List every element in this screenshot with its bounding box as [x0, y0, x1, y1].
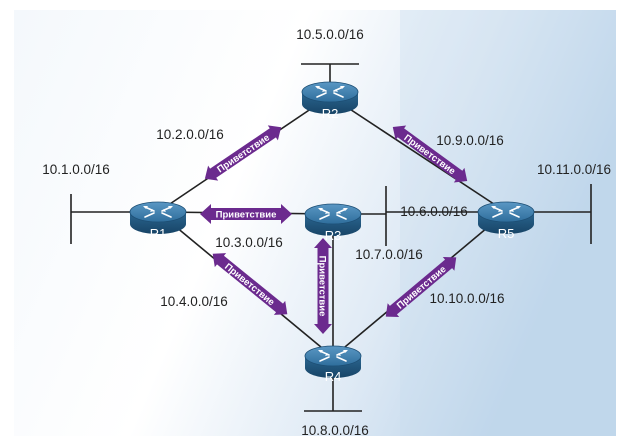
- network-label-10-6: 10.6.0.0/16: [400, 204, 468, 219]
- hello-label: Приветствие: [216, 210, 277, 221]
- hello-arrow-r3-r4: Приветствие: [314, 238, 332, 334]
- router-label: R1: [150, 226, 167, 241]
- network-label-10-2: 10.2.0.0/16: [156, 127, 224, 142]
- hello-label: Приветствие: [317, 256, 328, 317]
- router-label: R4: [325, 369, 342, 384]
- router-r5: R5: [477, 201, 535, 241]
- router-label: R5: [498, 226, 515, 241]
- network-label-10-10: 10.10.0.0/16: [429, 291, 504, 306]
- network-label-10-8: 10.8.0.0/16: [301, 423, 369, 438]
- router-r1: R1: [129, 201, 187, 241]
- router-r3: R3: [304, 203, 362, 243]
- router-label: R2: [322, 106, 339, 121]
- network-label-10-11: 10.11.0.0/16: [537, 162, 611, 177]
- hello-arrow-r1-r3: Приветствие: [200, 204, 292, 224]
- network-label-10-7: 10.7.0.0/16: [355, 247, 423, 262]
- router-r4: R4: [304, 345, 362, 384]
- router-r2: R2: [301, 81, 359, 121]
- network-label-10-1: 10.1.0.0/16: [42, 162, 110, 177]
- network-label-10-3: 10.3.0.0/16: [215, 235, 283, 250]
- network-label-10-5: 10.5.0.0/16: [296, 27, 364, 42]
- link-r2-r5: [329, 95, 507, 213]
- network-label-10-4: 10.4.0.0/16: [160, 294, 228, 309]
- network-label-10-9: 10.9.0.0/16: [436, 133, 504, 148]
- router-label: R3: [325, 228, 342, 243]
